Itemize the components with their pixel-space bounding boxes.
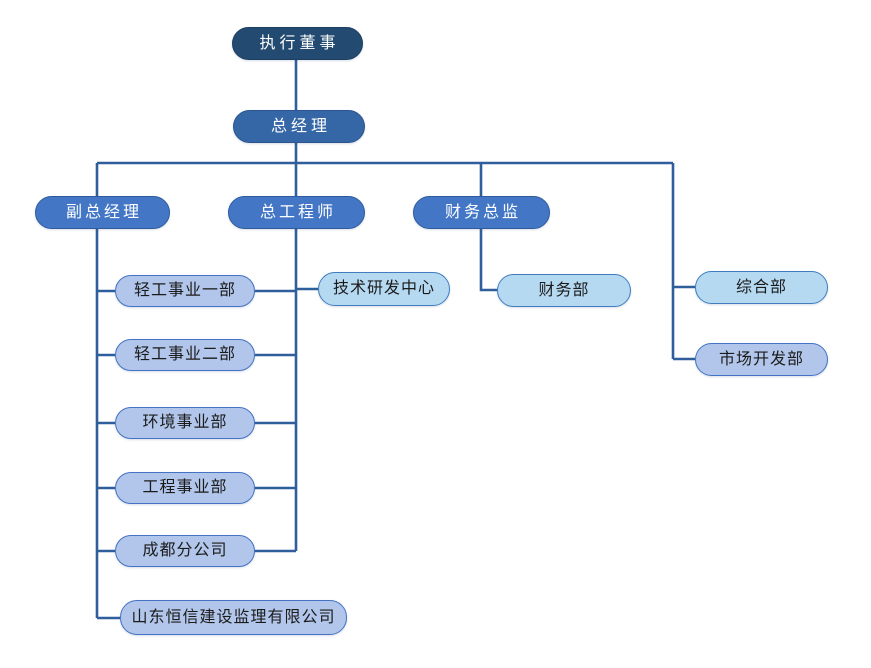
node-tech-rd-center: 技术研发中心 [318,272,450,306]
node-environment-div: 环境事业部 [115,407,255,439]
node-general-manager: 总经理 [233,110,365,143]
node-shandong-hengxin-supervision: 山东恒信建设监理有限公司 [120,600,347,635]
connector-finance-director-vertical [479,229,497,292]
node-finance-dept: 财务部 [497,274,631,307]
node-engineering-div: 工程事业部 [115,472,255,504]
node-light-industry-div-1: 轻工事业一部 [115,275,255,307]
node-light-industry-div-2: 轻工事业二部 [115,339,255,371]
node-executive-director: 执行董事 [232,27,363,60]
node-chief-engineer: 总工程师 [228,196,365,229]
node-deputy-general-manager: 副总经理 [35,196,170,229]
node-chengdu-branch: 成都分公司 [115,535,255,567]
node-finance-director: 财务总监 [413,196,550,229]
node-general-affairs-dept: 综合部 [695,271,828,304]
node-market-dev-dept: 市场开发部 [695,343,828,376]
